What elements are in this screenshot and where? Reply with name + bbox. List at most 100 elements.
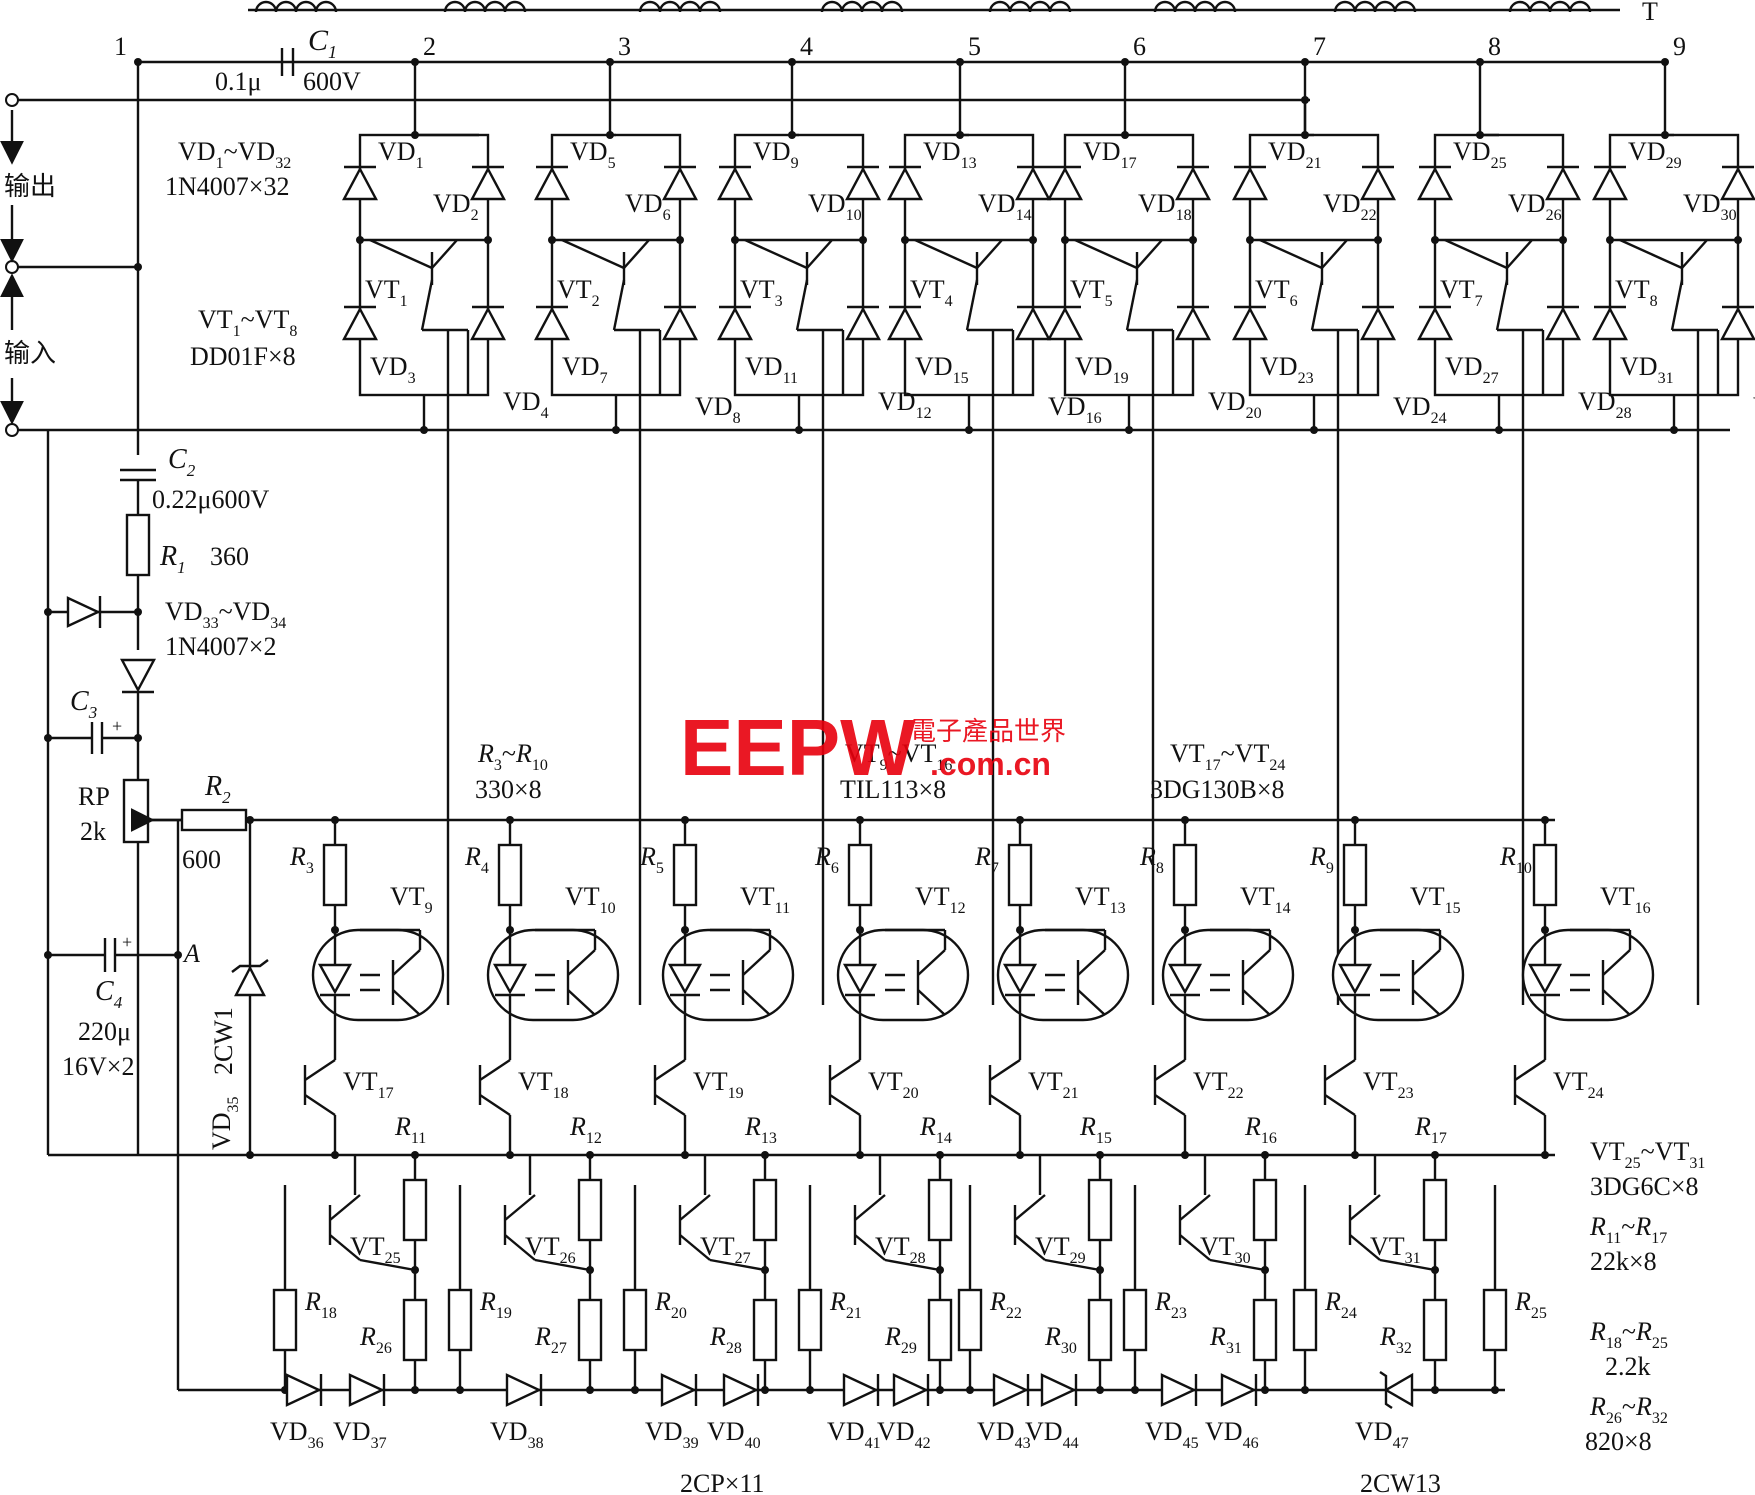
wire [1209,1258,1266,1272]
vd-label: VD27 [1445,352,1499,387]
junction-dot [586,1386,594,1394]
vd-label: VD4 [503,387,549,422]
diode-vd38 [505,1373,542,1407]
junction-dot [1125,426,1133,434]
diode-vd36 [285,1373,322,1407]
wire [1412,989,1441,1016]
vt-label: VT18 [518,1067,569,1102]
wire [304,1094,336,1116]
junction-dot [506,816,514,824]
wire [1242,989,1271,1016]
resistor-r10 [1532,843,1558,907]
svg-text:2CW1: 2CW1 [209,1007,238,1075]
junction-dot [1096,1386,1104,1394]
wire [567,989,596,1016]
wire [304,1059,336,1081]
vd-label: VD16 [1048,392,1102,427]
capacitor-c1: C1 0.1μ 600V [215,24,361,96]
wire [1125,279,1139,331]
junction-dot [788,131,796,139]
wire [1514,1094,1546,1116]
diode-vd14 [1015,166,1051,201]
vt-label: VT29 [1035,1232,1086,1267]
wire [504,1234,536,1261]
diode-vd10 [845,166,881,201]
junction-dot [1131,1386,1139,1394]
vd-label: VD17 [1083,137,1137,172]
vt-label: VT22 [1193,1067,1244,1102]
resistor-r25 [1482,1288,1508,1352]
diode-vd30 [1720,166,1755,201]
wire [1379,1258,1436,1272]
main-wiring [14,8,1730,1392]
resistor-r32 [1422,1298,1448,1362]
vd-label: VD20 [1208,387,1262,422]
vd-label: VD22 [1323,189,1377,224]
wire [742,949,771,976]
svg-text:3DG130B×8: 3DG130B×8 [1150,775,1285,804]
node-2-label: 2 [423,32,436,61]
junction-dot [966,1386,974,1394]
wire [1602,949,1631,976]
vt-label: VT26 [525,1232,576,1267]
junction-dot [856,816,864,824]
wire [1324,1094,1356,1116]
diode-vd23 [1232,306,1268,341]
junction-dot [331,1151,339,1159]
node-1-label: 1 [114,32,127,61]
diode-vd29 [1592,166,1628,201]
resistor-label: R25 [1514,1287,1547,1322]
diode-vd4 [470,306,506,341]
resistor-label: R16 [1244,1112,1277,1147]
svg-text:.com.cn: .com.cn [930,746,1051,782]
resistor-r31 [1252,1298,1278,1362]
resistor-r7 [1007,843,1033,907]
resistor-label: R14 [919,1112,952,1147]
vd-label: VD24 [1393,392,1447,427]
junction-dot [936,1386,944,1394]
junction-dot [1734,236,1742,244]
junction-dot [936,1266,944,1274]
junction-dot [1246,236,1254,244]
wire [1179,1234,1211,1261]
junction-dot [1061,236,1069,244]
vt-label: VT9 [390,882,433,917]
wire [917,949,946,976]
svg-text:VT1~VT8: VT1~VT8 [198,305,297,340]
junction-dot [631,1386,639,1394]
resistor-label: R24 [1324,1287,1357,1322]
svg-text:R1: R1 [159,541,186,577]
junction-dot [331,816,339,824]
vd-label: VD12 [878,387,932,422]
svg-text:VD33~VD34: VD33~VD34 [165,597,286,632]
wire [623,239,650,269]
junction-dot [1431,1266,1439,1274]
svg-text:22k×8: 22k×8 [1590,1247,1657,1276]
junction-dot [1029,236,1037,244]
resistor-r15 [1087,1178,1113,1242]
transistor-emitter [1259,238,1323,270]
wire [1670,279,1684,331]
resistor-label: R19 [479,1287,512,1322]
junction-dot [484,236,492,244]
svg-text:+: + [122,932,132,952]
vt-label: VT12 [915,882,966,917]
junction-dot [1431,1151,1439,1159]
wire [1602,989,1631,1016]
junction-dot [856,1151,864,1159]
vd-label: VD8 [695,392,741,427]
wire [1014,1194,1046,1221]
vt-label: VT5 [1070,275,1113,310]
upper-legend: VD1~VD32 1N4007×32 VT1~VT8 DD01F×8 [165,137,297,371]
svg-text:2k: 2k [80,817,106,846]
diode-label: VD46 [1205,1417,1259,1452]
diode-vd19 [1047,306,1083,341]
c1-voltage: 600V [303,67,361,96]
resistor-label: R21 [829,1287,862,1322]
wire [654,1094,686,1116]
junction-dot [956,131,964,139]
